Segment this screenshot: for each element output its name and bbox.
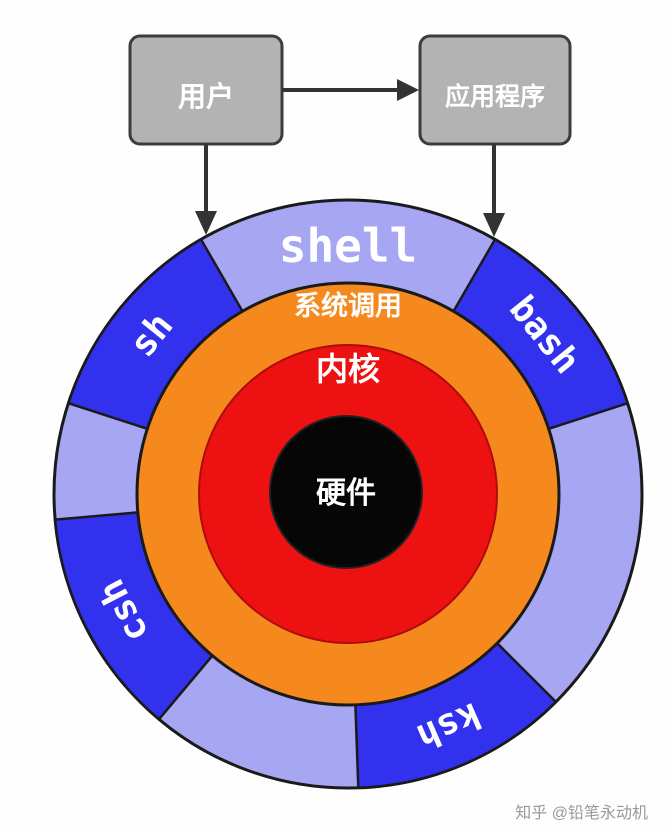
syscall-label: 系统调用 [294, 290, 402, 321]
user-box-group: 用户 [128, 34, 284, 146]
kernel-label: 内核 [316, 351, 380, 387]
arrow-user-to-shell-head [195, 211, 217, 235]
arrow-user-to-app-head [397, 79, 419, 101]
hardware-label: 硬件 [316, 477, 376, 510]
watermark: 知乎 @铅笔永动机 [515, 804, 648, 822]
hardware-circle [269, 415, 423, 569]
app-box-group: 应用程序 [418, 34, 572, 146]
arrow-app-to-shell [483, 144, 505, 237]
user-box-label: 用户 [178, 80, 234, 112]
arrow-user-to-app [282, 79, 419, 101]
arrow-app-to-shell-head [483, 213, 505, 237]
arrow-user-to-shell [195, 144, 217, 235]
app-box-label: 应用程序 [445, 82, 545, 111]
shell-label: shell [279, 219, 417, 273]
